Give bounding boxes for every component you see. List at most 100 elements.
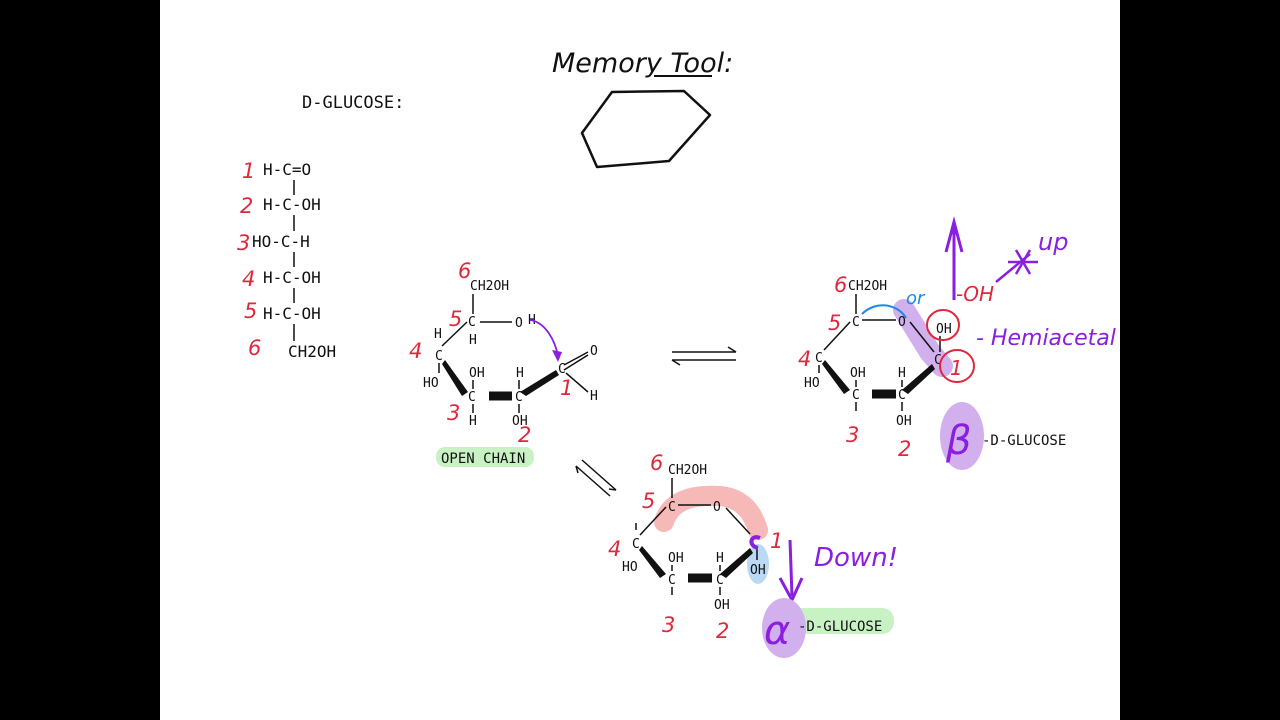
alpha-down-arrow (778, 539, 804, 604)
fischer-row-6: CH2OH (288, 342, 336, 361)
beta-blue-arc (861, 304, 907, 319)
beta-up-arrow (944, 216, 964, 300)
fischer-row-5: H-C-OH (263, 304, 321, 323)
open-chain-numbers: 1 2 3 4 5 6 (409, 259, 573, 447)
beta-c1-number: 1 (950, 356, 963, 380)
open-chain-highlight (436, 447, 534, 467)
oc-o: O (515, 316, 523, 331)
alpha-oh2: OH (714, 598, 730, 613)
alpha-oh3: OH (668, 551, 684, 566)
fischer-num-2: 2 (240, 194, 253, 218)
alpha-blue-highlight (747, 544, 769, 584)
fischer-num-6: 6 (248, 336, 261, 360)
beta-wedge-right (902, 364, 935, 394)
alpha-letter-highlight (762, 598, 806, 658)
fischer-num-4: 4 (242, 267, 255, 291)
fischer-row-1: H-C=O (263, 160, 311, 179)
beta-c1-circle (939, 349, 975, 383)
fischer-num-3: 3 (237, 231, 250, 255)
beta-star (995, 249, 1038, 283)
oc-h5: H (469, 333, 477, 348)
beta-oh-circle (926, 309, 960, 341)
hemiacetal-note: - Hemiacetal (976, 326, 1116, 351)
beta-h2: H (898, 366, 906, 381)
alpha-ho4: HO (622, 560, 638, 575)
alpha-letter: α (764, 608, 790, 654)
fischer-num-5: 5 (244, 299, 257, 323)
oc-oh3: OH (469, 366, 485, 381)
oc-c3: C (468, 390, 476, 405)
oc-c5: C (468, 315, 476, 330)
alpha-wedge-right (720, 548, 753, 578)
beta-wedge-left (822, 360, 850, 394)
beta-oh1: OH (936, 322, 952, 337)
beta-c3: C (852, 388, 860, 403)
equilibrium-arrow-right (671, 346, 737, 366)
alpha-ch2oh: CH2OH (668, 463, 707, 478)
oc-num-2: 2 (518, 423, 531, 447)
oc-num-4: 4 (409, 339, 422, 363)
alpha-num-6: 6 (650, 451, 663, 475)
oc-h3: H (469, 414, 477, 429)
fischer-projection: H-C=O H-C-OH HO-C-H H-C-OH H-C-OH CH2OH (252, 160, 336, 361)
oc-c2: C (515, 390, 523, 405)
alpha-pink-highlight (654, 485, 768, 540)
alpha-wedge-left (639, 546, 666, 578)
beta-label: -D-GLUCOSE (982, 433, 1066, 449)
hexagon-sketch (580, 89, 712, 169)
beta-numbers: 2 3 4 5 6 (798, 273, 911, 461)
alpha-num-2: 2 (716, 619, 729, 643)
beta-purple-highlight (893, 299, 953, 377)
beta-ho4: HO (804, 376, 820, 391)
oc-c1: C (558, 362, 566, 377)
oc-num-6: 6 (458, 259, 471, 283)
oc-c4: C (435, 349, 443, 364)
beta-ch2oh: CH2OH (848, 279, 887, 294)
alpha-h2: H (716, 551, 724, 566)
open-chain-bonds (438, 294, 589, 413)
fischer-row-2: H-C-OH (263, 195, 321, 214)
oc-num-1: 1 (560, 376, 573, 400)
glucose-diagram: Memory Tool: D-GLUCOSE: H-C=O H-C-OH HO-… (237, 48, 1116, 658)
beta-num-4: 4 (798, 347, 811, 371)
fischer-row-3: HO-C-H (252, 232, 310, 251)
beta-num-3: 3 (846, 423, 859, 447)
beta-num-6: 6 (834, 273, 847, 297)
ring-close-arrowhead (552, 350, 562, 362)
alpha-c4: C (632, 537, 640, 552)
alpha-num-5: 5 (642, 489, 655, 513)
beta-num-2: 2 (898, 437, 911, 461)
open-chain-structure: CH2OH C H O H H C HO OH C H H C OH C O H (423, 279, 598, 429)
equilibrium-arrow-down (575, 459, 617, 497)
oc-o1: O (590, 344, 598, 359)
alpha-num-4: 4 (608, 537, 621, 561)
beta-c5: C (852, 315, 860, 330)
beta-c4: C (815, 351, 823, 366)
oc-wedge-right (520, 370, 559, 396)
oc-num-5: 5 (449, 307, 462, 331)
alpha-bonds (635, 478, 758, 595)
alpha-num-3: 3 (662, 613, 675, 637)
oc-wedge-left (442, 360, 468, 396)
beta-bonds (818, 294, 941, 411)
oc-ch2oh: CH2OH (470, 279, 509, 294)
beta-or-note: or (906, 288, 926, 309)
alpha-c2: C (716, 573, 724, 588)
beta-oh3: OH (850, 366, 866, 381)
open-chain-caption: OPEN CHAIN (441, 451, 525, 467)
beta-oh2: OH (896, 414, 912, 429)
beta-c2: C (898, 388, 906, 403)
alpha-structure: CH2OH C O C HO OH C H C OH OH (622, 463, 766, 613)
oc-h2: H (516, 366, 524, 381)
alpha-c5: C (668, 500, 676, 515)
alpha-label: -D-GLUCOSE (798, 619, 882, 635)
beta-letter: β (945, 418, 972, 464)
alpha-down-note: Down! (814, 543, 898, 573)
alpha-c3: C (668, 573, 676, 588)
beta-letter-highlight (940, 402, 984, 470)
beta-c1: C (934, 353, 942, 368)
oc-oh2: OH (512, 414, 528, 429)
alpha-label-highlight (788, 608, 894, 634)
beta-up-note: up (1038, 228, 1068, 256)
oc-h4: H (434, 327, 442, 342)
